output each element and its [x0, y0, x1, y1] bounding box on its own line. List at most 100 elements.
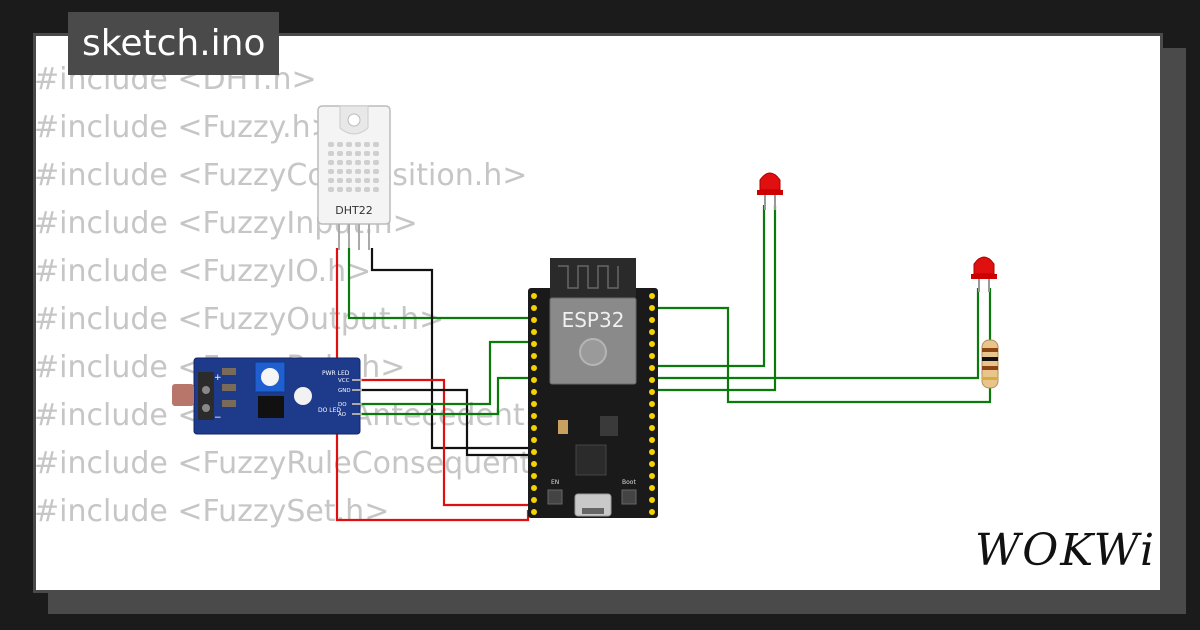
header-pin	[531, 341, 537, 347]
grille-slot	[346, 142, 352, 147]
header-pin	[649, 401, 655, 407]
comparator-chip	[258, 396, 284, 418]
header-pin	[649, 461, 655, 467]
header-pin	[531, 485, 537, 491]
terminal-screw-icon	[202, 404, 210, 412]
header-pin	[649, 377, 655, 383]
wokwi-logo: WOKWi	[975, 525, 1157, 576]
smd-resistor	[222, 368, 236, 375]
module-terminal	[198, 372, 214, 420]
grille-slot	[346, 160, 352, 165]
grille-slot	[328, 187, 334, 192]
header-pin	[649, 509, 655, 515]
header-pin	[531, 437, 537, 443]
header-pin	[649, 293, 655, 299]
wire-led2-anode[interactable]	[652, 288, 980, 380]
en-button-label: EN	[551, 479, 559, 486]
antenna-trace-icon	[558, 265, 619, 289]
grille-slot	[364, 160, 370, 165]
esp32-header-pins	[531, 293, 655, 515]
header-pin	[649, 413, 655, 419]
wire-module-ao[interactable]	[360, 376, 528, 416]
wire-module-vcc[interactable]	[360, 378, 528, 507]
header-pin	[649, 317, 655, 323]
header-pin	[649, 485, 655, 491]
pin-label: DO	[338, 402, 347, 408]
grille-slot	[355, 169, 361, 174]
grille-slot	[364, 169, 370, 174]
code-line: #include <FuzzySet.h>	[34, 494, 390, 529]
grille-slot	[373, 142, 379, 147]
esp32-board[interactable]: ESP32 EN Boot	[528, 258, 658, 518]
terminal-screw-icon	[202, 386, 210, 394]
header-pin	[531, 401, 537, 407]
pin-label: GND	[338, 388, 351, 394]
grille-slot	[337, 151, 343, 156]
wires	[335, 205, 992, 522]
grille-slot	[364, 178, 370, 183]
file-tab[interactable]: sketch.ino	[68, 12, 280, 75]
wire-led1-anode[interactable]	[652, 205, 766, 368]
resistor-band	[982, 377, 998, 380]
resistor-band	[982, 348, 998, 352]
grille-slot	[337, 160, 343, 165]
boot-button-label: Boot	[622, 479, 636, 486]
dht22-sensor[interactable]: DHT22	[317, 105, 391, 250]
header-pin	[649, 341, 655, 347]
header-pin	[649, 389, 655, 395]
grille-slot	[364, 151, 370, 156]
boot-button[interactable]	[621, 489, 637, 505]
header-pin	[531, 377, 537, 383]
wire-led2-resistor[interactable]	[652, 306, 992, 404]
module-pin-labels: VCC GND DO AO	[338, 378, 351, 418]
pin-label: AO	[338, 412, 347, 418]
grille-slot	[355, 187, 361, 192]
header-pin	[649, 305, 655, 311]
en-button[interactable]	[547, 489, 563, 505]
grille-slot	[328, 178, 334, 183]
usb-chip	[575, 444, 607, 476]
smd-component	[558, 420, 568, 434]
grille-slot	[364, 187, 370, 192]
grille-slot	[346, 178, 352, 183]
code-line: #include <FuzzyIO.h>	[34, 254, 372, 289]
header-pin	[531, 497, 537, 503]
dht22-legs	[338, 224, 370, 250]
dht22-label: DHT22	[335, 204, 372, 217]
header-pin	[649, 473, 655, 479]
header-pin	[531, 329, 537, 335]
header-pin	[649, 437, 655, 443]
grille-slot	[328, 151, 334, 156]
led-red-1[interactable]	[757, 172, 783, 210]
dht22-hole	[347, 113, 361, 127]
grille-slot	[328, 160, 334, 165]
grille-slot	[337, 178, 343, 183]
grille-slot	[337, 142, 343, 147]
wire-module-do[interactable]	[360, 340, 528, 406]
header-pin	[531, 425, 537, 431]
light-sensor-module[interactable]: + − PWR LED DO LED VCC GND DO AO	[172, 357, 362, 435]
header-pin	[531, 305, 537, 311]
grille-slot	[373, 178, 379, 183]
grille-slot	[355, 142, 361, 147]
header-pin	[531, 473, 537, 479]
grille-slot	[373, 169, 379, 174]
resistor[interactable]	[981, 339, 999, 389]
wire-led1-cathode[interactable]	[652, 205, 777, 392]
header-pin	[649, 353, 655, 359]
led-red-2[interactable]	[971, 256, 997, 292]
code-line: #include <FuzzyRuleConsequent.h>	[34, 446, 586, 481]
header-pin	[531, 353, 537, 359]
wire-module-gnd[interactable]	[360, 388, 528, 457]
grille-slot	[346, 187, 352, 192]
wire-dht-gnd[interactable]	[370, 248, 528, 450]
grille-slot	[337, 187, 343, 192]
header-pin	[649, 365, 655, 371]
regulator-chip	[600, 416, 618, 436]
grille-slot	[355, 151, 361, 156]
led-red-2-icon	[973, 256, 995, 275]
wire-dht-data[interactable]	[347, 248, 528, 320]
header-pin	[531, 413, 537, 419]
grille-slot	[364, 142, 370, 147]
grille-slot	[373, 187, 379, 192]
